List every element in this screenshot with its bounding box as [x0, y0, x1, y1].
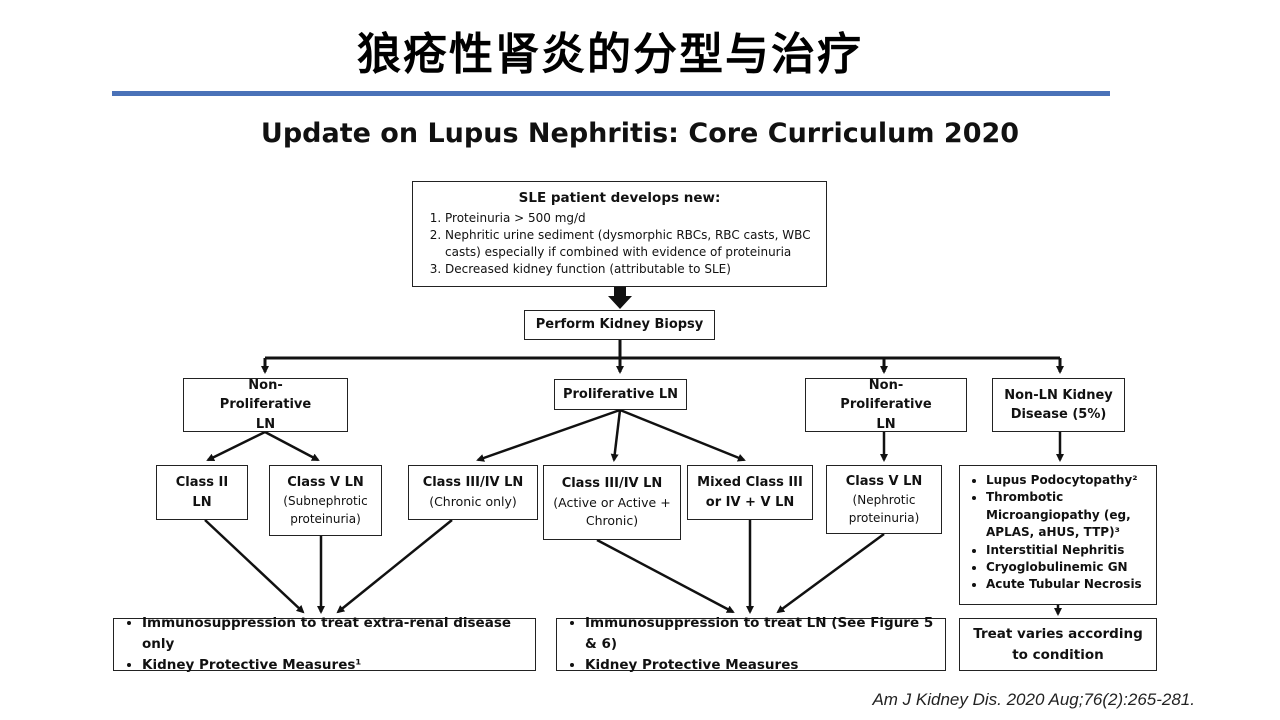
non-ln-disease-box: Non-LN Kidney Disease (5%)	[992, 378, 1125, 432]
list-item: Kidney Protective Measures	[585, 655, 935, 676]
class-iii-iv-chronic-box: Class III/IV LN (Chronic only)	[408, 465, 538, 520]
outcome-middle-list: Immunosuppression to treat LN (See Figur…	[567, 613, 935, 676]
outcome-middle-box: Immunosuppression to treat LN (See Figur…	[556, 615, 946, 673]
class-iii-iv-chronic-note: (Chronic only)	[429, 493, 517, 509]
title-divider	[112, 91, 1110, 96]
proliferative-label: Proliferative LN	[562, 386, 679, 402]
sle-criteria-box: SLE patient develops new: Proteinuria > …	[412, 181, 827, 287]
kidney-biopsy-label: Perform Kidney Biopsy	[535, 317, 704, 333]
list-item: Immunosuppression to treat extra-renal d…	[142, 613, 525, 655]
outcome-right-box: Treat varies according to condition	[959, 618, 1157, 671]
class-iii-iv-active-label: Class III/IV LN	[561, 476, 663, 491]
sle-criteria-heading: SLE patient develops new:	[518, 190, 721, 206]
class-v-nephrotic-box: Class V LN (Nephrotic proteinuria)	[826, 465, 942, 534]
sle-criteria-list: Proteinuria > 500 mg/d Nephritic urine s…	[423, 210, 816, 277]
outcome-left-list: Immunosuppression to treat extra-renal d…	[124, 613, 525, 676]
non-ln-conditions-box: Lupus Podocytopathy² Thrombotic Microang…	[959, 465, 1157, 605]
outcome-left-box: Immunosuppression to treat extra-renal d…	[113, 615, 536, 673]
class-v-subnephrotic-box: Class V LN (Subnephrotic proteinuria)	[269, 465, 382, 536]
criteria-item: Proteinuria > 500 mg/d	[445, 210, 816, 227]
kidney-biopsy-box: Perform Kidney Biopsy	[524, 310, 715, 340]
class-iii-iv-chronic-label: Class III/IV LN	[422, 475, 524, 491]
class-v-label: Class V LN	[287, 474, 364, 490]
class-ii-label: Class II LN	[175, 475, 229, 510]
non-proliferative-right-box: Non-Proliferative LN	[805, 378, 967, 432]
list-item: Cryoglobulinemic GN	[986, 559, 1148, 576]
outcome-right-label: Treat varies according to condition	[973, 626, 1143, 663]
non-proliferative-left-label: Non-Proliferative LN	[219, 377, 312, 432]
class-ii-box: Class II LN	[156, 465, 248, 520]
non-ln-conditions-list: Lupus Podocytopathy² Thrombotic Microang…	[968, 472, 1148, 594]
criteria-item: Decreased kidney function (attributable …	[445, 261, 816, 278]
non-proliferative-left-box: Non-Proliferative LN	[183, 378, 348, 432]
mixed-class-box: Mixed Class III or IV + V LN	[687, 465, 813, 520]
mixed-class-label: Mixed Class III or IV + V LN	[697, 475, 803, 510]
list-item: Acute Tubular Necrosis	[986, 576, 1148, 593]
list-item: Immunosuppression to treat LN (See Figur…	[585, 613, 935, 655]
class-v-nephrotic-note: (Nephrotic proteinuria)	[848, 493, 920, 526]
proliferative-box: Proliferative LN	[554, 379, 687, 410]
citation: Am J Kidney Dis. 2020 Aug;76(2):265-281.	[872, 690, 1195, 709]
criteria-item: Nephritic urine sediment (dysmorphic RBC…	[445, 227, 816, 261]
class-iii-iv-active-note: (Active or Active + Chronic)	[553, 494, 671, 529]
non-ln-disease-label: Non-LN Kidney Disease (5%)	[1004, 387, 1113, 423]
list-item: Thrombotic Microangiopathy (eg, APLAS, a…	[986, 489, 1148, 541]
arrow-start-to-biopsy	[608, 287, 632, 309]
slide-title: 狼疮性肾炎的分型与治疗	[357, 29, 863, 80]
non-proliferative-right-label: Non-Proliferative LN	[840, 377, 932, 432]
class-iii-iv-active-box: Class III/IV LN (Active or Active + Chro…	[543, 465, 681, 540]
class-v-note: (Subnephrotic proteinuria)	[283, 494, 368, 527]
class-v-nephrotic-label: Class V LN	[845, 473, 923, 489]
list-item: Lupus Podocytopathy²	[986, 472, 1148, 489]
list-item: Interstitial Nephritis	[986, 542, 1148, 559]
figure-subtitle: Update on Lupus Nephritis: Core Curricul…	[260, 118, 1020, 149]
list-item: Kidney Protective Measures¹	[142, 655, 525, 676]
